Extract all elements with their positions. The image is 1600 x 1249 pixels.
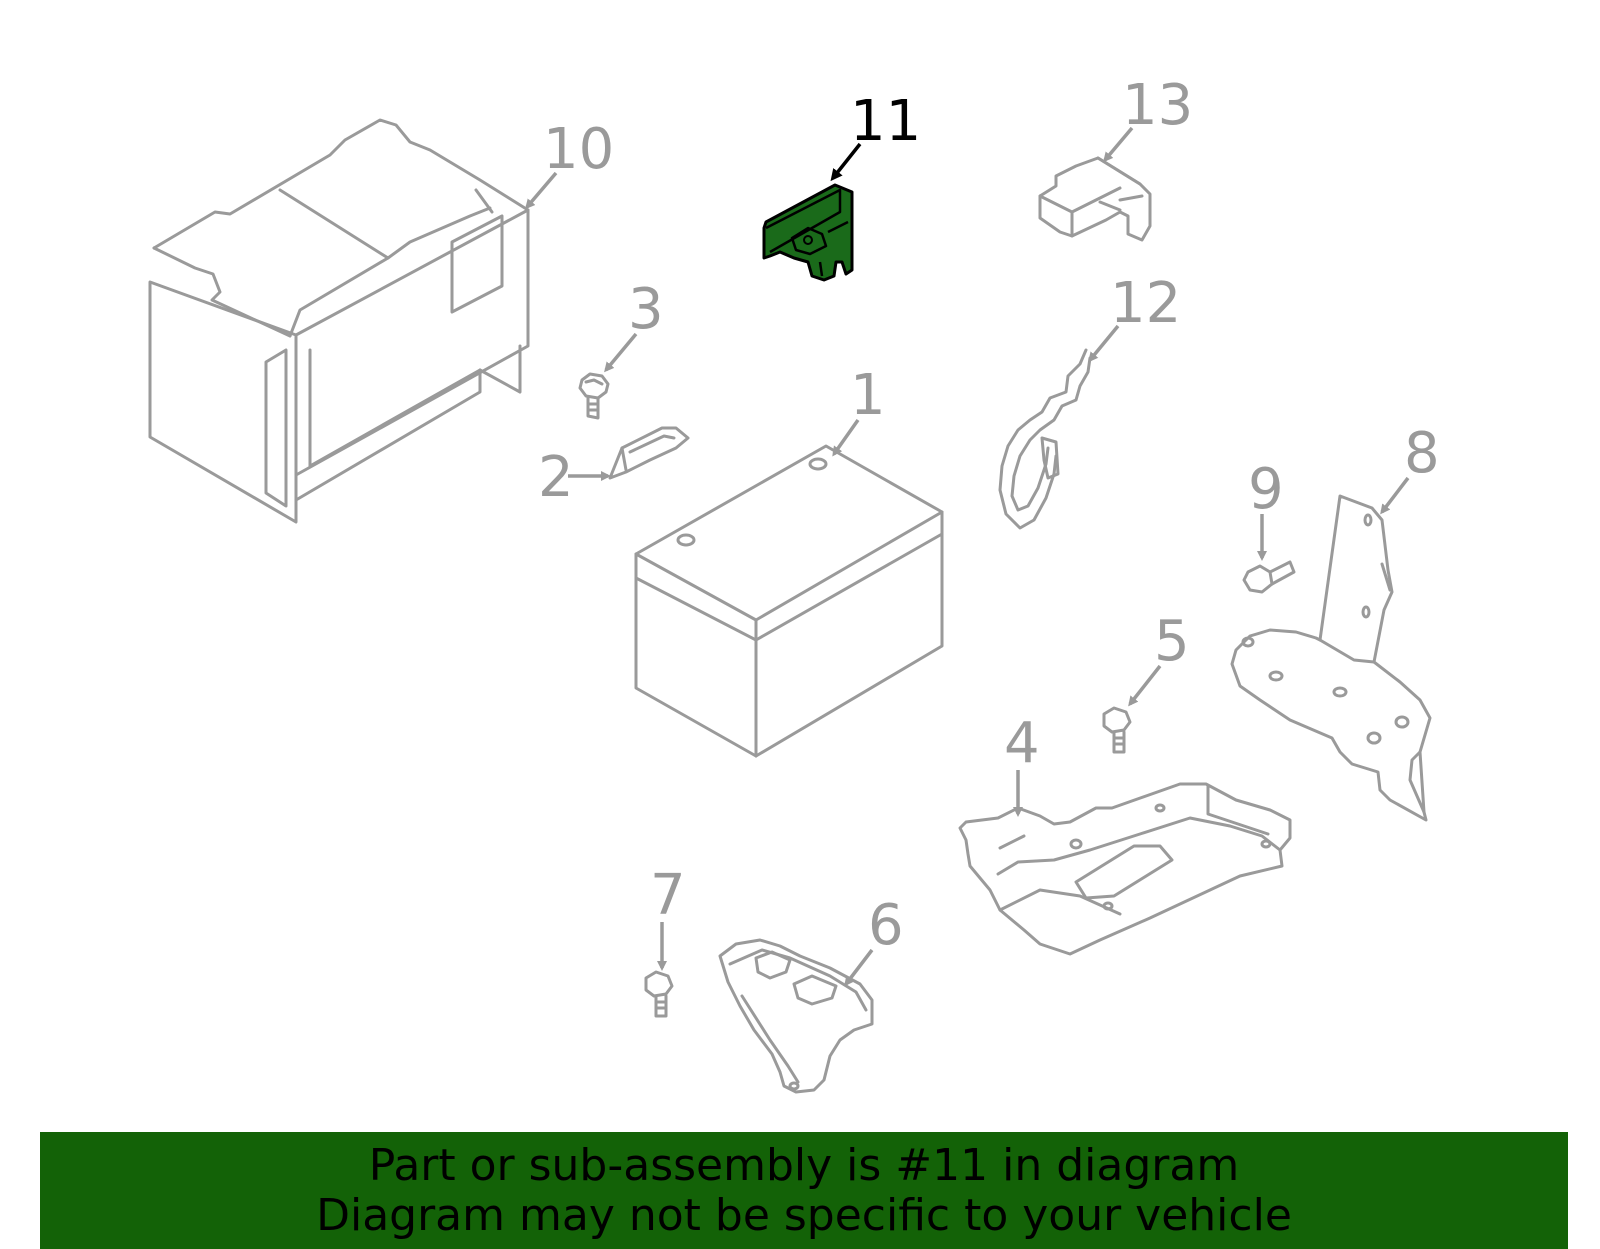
part-3-bolt[interactable] [578,372,610,420]
callout-8: 8 [1380,421,1440,515]
svg-text:11: 11 [850,89,921,154]
part-11-bracket[interactable] [762,183,854,282]
svg-text:12: 12 [1110,271,1181,336]
svg-text:10: 10 [543,117,614,182]
svg-text:7: 7 [650,863,686,928]
callout-7: 7 [650,863,686,971]
part-6-bracket[interactable] [718,938,874,1094]
callout-10: 10 [525,117,614,210]
callout-11: 11 [830,89,921,182]
callout-4: 4 [1004,711,1040,817]
callout-3: 3 [604,277,664,373]
callout-12: 12 [1088,271,1181,363]
part-4-tray[interactable] [958,782,1292,956]
svg-text:6: 6 [868,893,904,958]
part-13-relay[interactable] [1038,156,1152,242]
part-10-battery-cover[interactable] [148,118,530,524]
banner-line-part: Part or sub-assembly is #11 in diagram [368,1139,1240,1191]
part-12-cable[interactable] [998,348,1092,530]
callout-6: 6 [844,893,904,987]
callout-9: 9 [1248,457,1284,561]
svg-text:2: 2 [538,445,574,510]
callout-1: 1 [832,363,886,457]
svg-text:4: 4 [1004,711,1040,776]
svg-text:13: 13 [1122,73,1193,138]
part-2-clamp[interactable] [608,426,690,480]
part-5-bolt[interactable] [1102,706,1132,754]
svg-text:9: 9 [1248,457,1284,522]
part-9-bolt[interactable] [1242,560,1296,594]
part-8-bracket[interactable] [1230,494,1432,822]
banner-line-disclaimer: Diagram may not be specific to your vehi… [316,1189,1292,1241]
svg-text:1: 1 [850,363,886,428]
svg-text:8: 8 [1404,421,1440,486]
callout-13: 13 [1103,73,1193,163]
svg-text:5: 5 [1154,609,1190,674]
callout-2: 2 [538,445,611,510]
svg-text:3: 3 [628,277,664,342]
info-banner: Part or sub-assembly is #11 in diagram D… [40,1132,1568,1249]
part-1-battery[interactable] [634,444,944,758]
part-7-bolt[interactable] [644,970,674,1018]
callout-5: 5 [1128,609,1190,707]
